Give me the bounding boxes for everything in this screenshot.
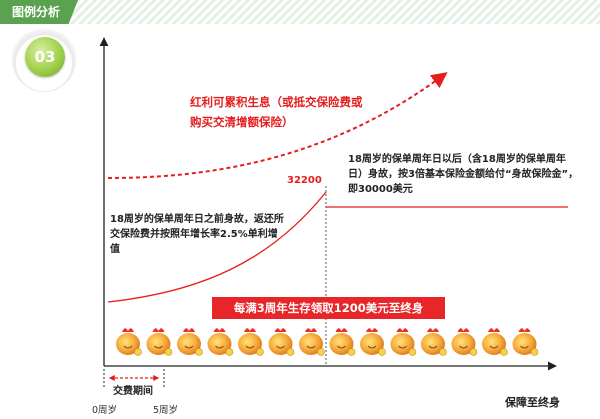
money-bag-icon xyxy=(360,328,386,356)
money-bag-icon xyxy=(268,328,295,356)
end-age-label: 5周岁 xyxy=(153,405,179,416)
money-bag-icon xyxy=(177,328,203,356)
money-bag-icon xyxy=(207,328,234,356)
value-label: 32200 xyxy=(287,175,322,186)
money-bag-icon xyxy=(116,328,142,356)
money-bag-icon xyxy=(421,328,447,356)
refund-growth-curve xyxy=(107,191,327,303)
money-bag-icon xyxy=(329,328,356,356)
payment-period-label: 交费期间 xyxy=(113,386,153,397)
section-title: 图例分析 xyxy=(0,0,78,24)
survival-benefit-banner: 每满3周年生存领取1200美元至终身 xyxy=(212,297,445,319)
money-bag-icon xyxy=(238,328,264,356)
step-badge: 03 xyxy=(25,37,65,77)
money-bag-icon xyxy=(512,328,539,356)
money-bag-icon xyxy=(146,328,173,356)
dividend-note: 红利可累积生息（或抵交保险费或购买交清增额保险） xyxy=(190,95,363,129)
dividend-curve xyxy=(107,72,448,179)
header-bar xyxy=(0,0,600,24)
money-bag-icon xyxy=(390,328,417,356)
money-bag-icon xyxy=(299,328,325,356)
after-18-note: 18周岁的保单周年日以后（含18周岁的保单周年日）身故，按3倍基本保险金额给付“… xyxy=(348,154,579,195)
x-axis-label: 保障至终身 xyxy=(505,396,560,409)
money-bag-icon xyxy=(482,328,508,356)
start-age-label: 0周岁 xyxy=(92,405,118,416)
money-bag-icon xyxy=(451,328,478,356)
money-bag-row xyxy=(116,328,539,356)
before-18-note: 18周岁的保单周年日之前身故，返还所交保险费并按照年增长率2.5%单利增值 xyxy=(110,214,284,255)
